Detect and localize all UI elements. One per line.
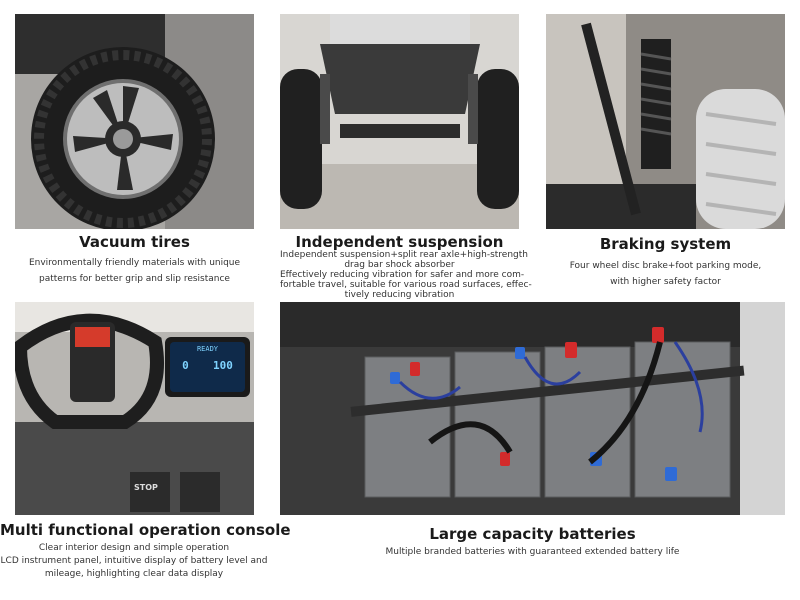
screen-battery: 100 (213, 359, 233, 372)
screen-speed: 0 (182, 359, 189, 372)
suspension-desc-line: tively reducing vibration (344, 290, 455, 300)
braking-desc-line: Four wheel disc brake+foot parking mode, (569, 261, 762, 271)
suspension-photo (280, 14, 519, 229)
batteries-desc-line: Multiple branded batteries with guarante… (385, 547, 680, 557)
braking-photo (546, 14, 785, 229)
console-title: Multi functional operation console (0, 521, 291, 539)
braking-desc-line: with higher safety factor (610, 277, 721, 287)
suspension-desc-line: drag bar shock absorber (344, 260, 455, 270)
suspension-desc-line: Independent suspension+split rear axle+h… (280, 250, 528, 260)
tires-desc-line: Environmentally friendly materials with … (28, 258, 241, 268)
tires-title: Vacuum tires (79, 233, 190, 251)
suspension-title: Independent suspension (295, 233, 504, 251)
braking-description: Four wheel disc brake+foot parking mode,… (546, 258, 785, 290)
screen-status: READY (196, 345, 219, 353)
console-photo: READY 0 100 STOP (15, 302, 254, 515)
suspension-desc-line: Effectively reducing vibration for safer… (280, 270, 525, 280)
console-desc-line: mileage, highlighting clear data display (44, 569, 224, 579)
suspension-description: Independent suspension+split rear axle+h… (280, 250, 532, 300)
console-description: Clear interior design and simple operati… (0, 542, 268, 581)
console-desc-line: LCD instrument panel, intuitive display … (0, 556, 268, 566)
tire-photo (15, 14, 254, 229)
console-screen: READY 0 100 (170, 342, 245, 392)
stop-pedal-label: STOP (134, 483, 158, 492)
suspension-desc-line: fortable travel, suitable for various ro… (280, 280, 532, 290)
tires-description: Environmentally friendly materials with … (15, 255, 254, 287)
batteries-title: Large capacity batteries (429, 525, 636, 543)
braking-title: Braking system (599, 235, 732, 253)
tires-desc-line: patterns for better grip and slip resist… (39, 274, 230, 284)
batteries-description: Multiple branded batteries with guarante… (280, 547, 785, 558)
batteries-photo (280, 302, 785, 515)
console-desc-line: Clear interior design and simple operati… (38, 543, 230, 553)
